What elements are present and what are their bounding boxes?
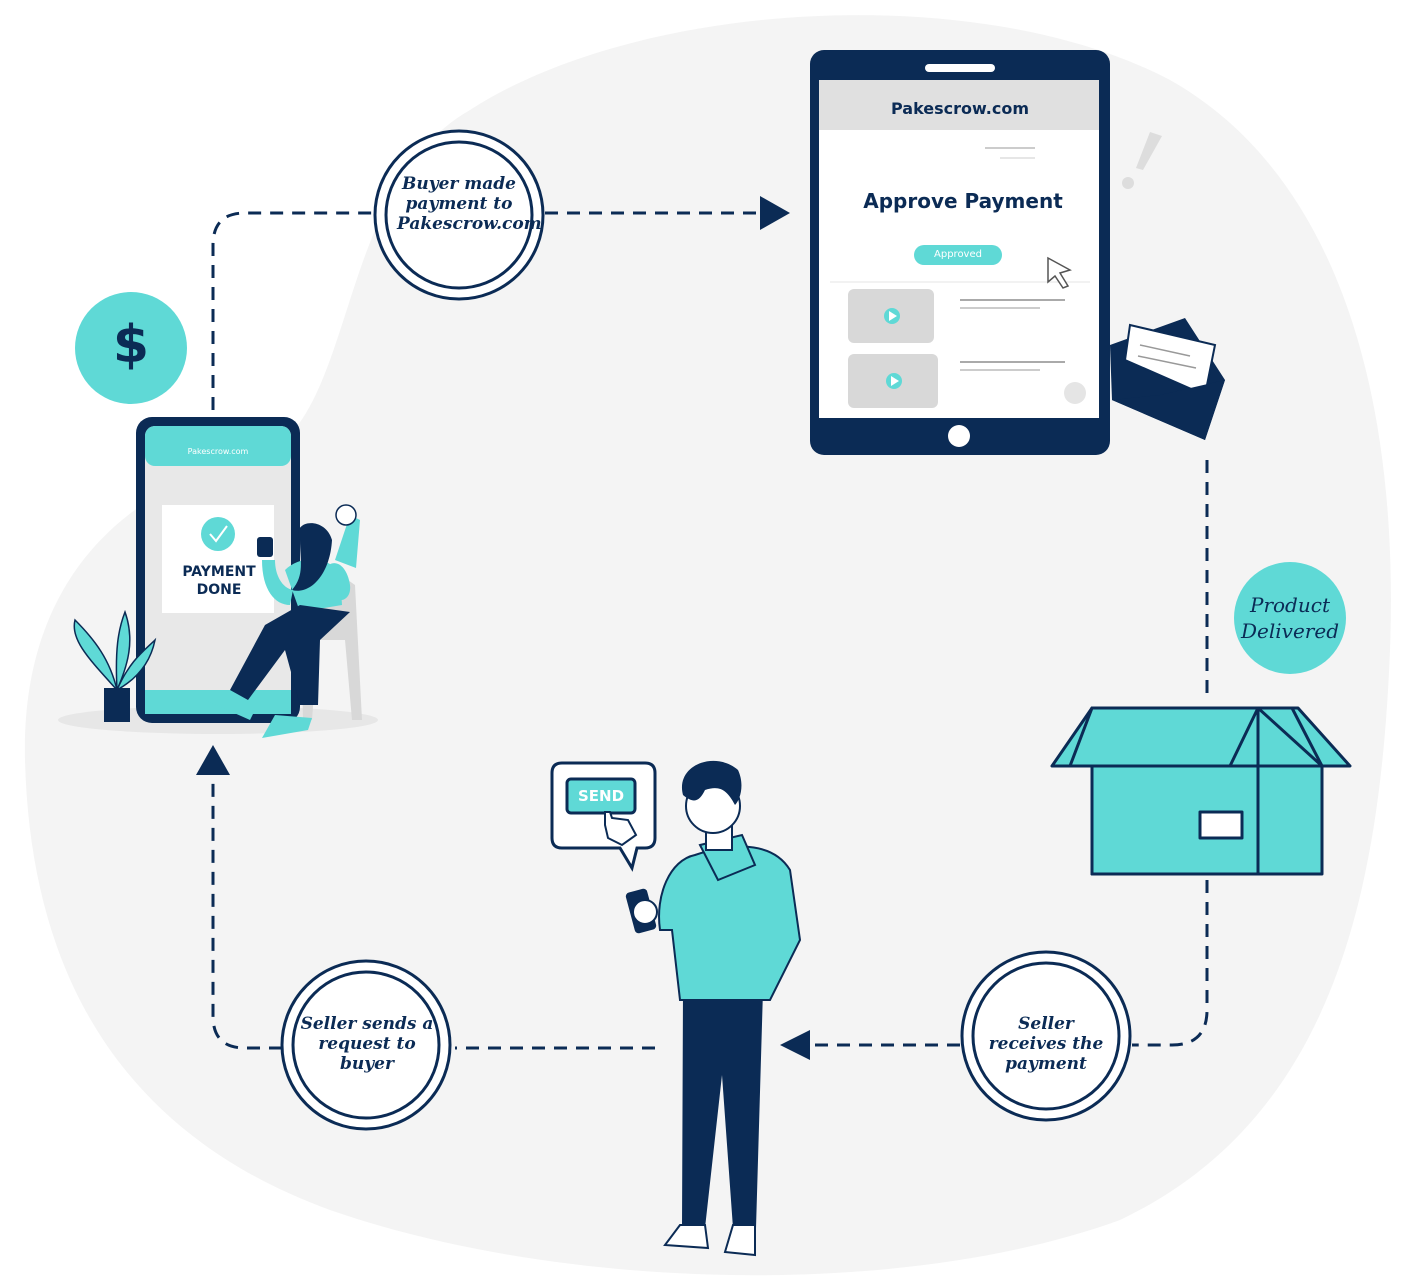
tablet-title: Approve Payment (840, 188, 1086, 214)
approved-pill[interactable]: Approved (914, 248, 1002, 262)
send-button[interactable]: SEND (567, 786, 635, 806)
tablet-site-name: Pakescrow.com (860, 98, 1060, 120)
product-delivered-label: Product Delivered (1238, 592, 1342, 644)
check-icon (201, 517, 235, 551)
dollar-symbol: $ (101, 315, 161, 375)
step-label-seller-request: Seller sends a request to buyer (300, 1014, 434, 1074)
box-icon (1052, 708, 1350, 874)
phone-site-name: Pakescrow.com (170, 447, 266, 457)
step-label-buyer-paid: Buyer made payment to Pakescrow.com (397, 174, 521, 234)
payment-done-text: PAYMENT DONE (178, 563, 260, 599)
step-label-seller-receives: Seller receives the payment (982, 1014, 1110, 1074)
